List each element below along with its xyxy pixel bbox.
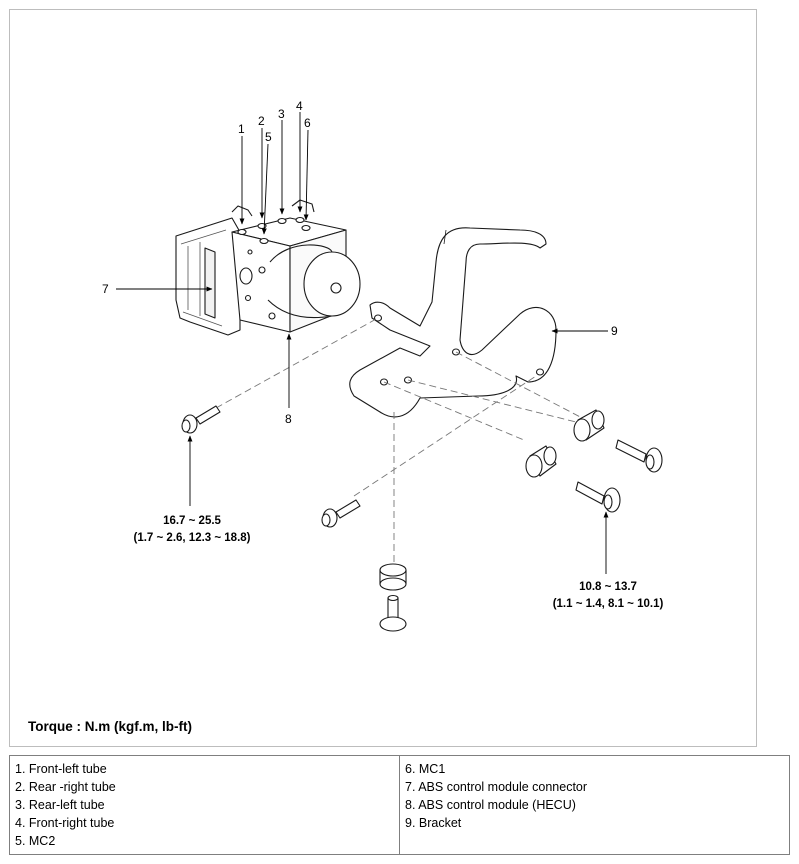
legend-item-9: 9. Bracket [405,816,462,830]
collar-bolt-upper [615,439,663,473]
callout-4: 4 [296,99,303,113]
legend-item-2: 2. Rear -right tube [15,780,116,794]
torque-specs: 16.7 ~ 25.5 (1.7 ~ 2.6, 12.3 ~ 18.8) 10.… [134,515,664,610]
parts-legend-table: 1. Front-left tube 2. Rear -right tube 3… [9,755,790,855]
legend-row: 1. Front-left tube 2. Rear -right tube 3… [9,755,790,855]
grommet-middle [525,445,557,478]
torque-main-nm: 16.7 ~ 25.5 [163,515,221,527]
torque-unit-note: Torque : N.m (kgf.m, lb-ft) [28,719,192,734]
callout-labels: 1 2 3 4 5 6 7 8 9 [102,99,618,426]
mounting-centerlines [215,317,587,566]
bracket [349,227,557,418]
abs-module-exploded-diagram: 1 2 3 4 5 6 7 8 9 16.7 ~ 25.5 (1.7 ~ 2.6… [102,99,664,632]
figure-frame [9,9,757,747]
callout-7: 7 [102,282,109,296]
legend-item-7: 7. ABS control module connector [405,780,588,794]
callout-9: 9 [611,324,618,338]
legend-item-4: 4. Front-right tube [15,816,115,830]
callout-2: 2 [258,114,265,128]
torque-bracket-alt: (1.1 ~ 1.4, 8.1 ~ 10.1) [553,598,664,610]
grommet-bottom [379,563,407,591]
callout-6: 6 [304,116,311,130]
pump-motor [303,251,361,317]
collar-bolt-bottom [379,594,407,632]
legend-item-1: 1. Front-left tube [15,762,107,776]
legend-item-6: 6. MC1 [405,762,446,776]
callout-8: 8 [285,412,292,426]
hecu-module [175,199,361,336]
collar-bolt-lower [575,481,621,513]
grommet-right-upper [573,409,605,442]
hardware [181,405,663,632]
torque-main-alt: (1.7 ~ 2.6, 12.3 ~ 18.8) [134,532,251,544]
torque-bracket-nm: 10.8 ~ 13.7 [579,581,637,593]
legend-item-5: 5. MC2 [15,834,56,848]
flange-bolt-upper [181,405,221,434]
legend-column-left: 1. Front-left tube 2. Rear -right tube 3… [9,755,400,855]
callout-leaders [116,112,609,574]
callout-3: 3 [278,107,285,121]
callout-1: 1 [238,122,245,136]
callout-5: 5 [265,130,272,144]
legend-item-3: 3. Rear-left tube [15,798,105,812]
legend-item-8: 8. ABS control module (HECU) [405,798,576,812]
legend-column-right: 6. MC1 7. ABS control module connector 8… [399,755,790,855]
flange-bolt-lower [321,499,361,528]
